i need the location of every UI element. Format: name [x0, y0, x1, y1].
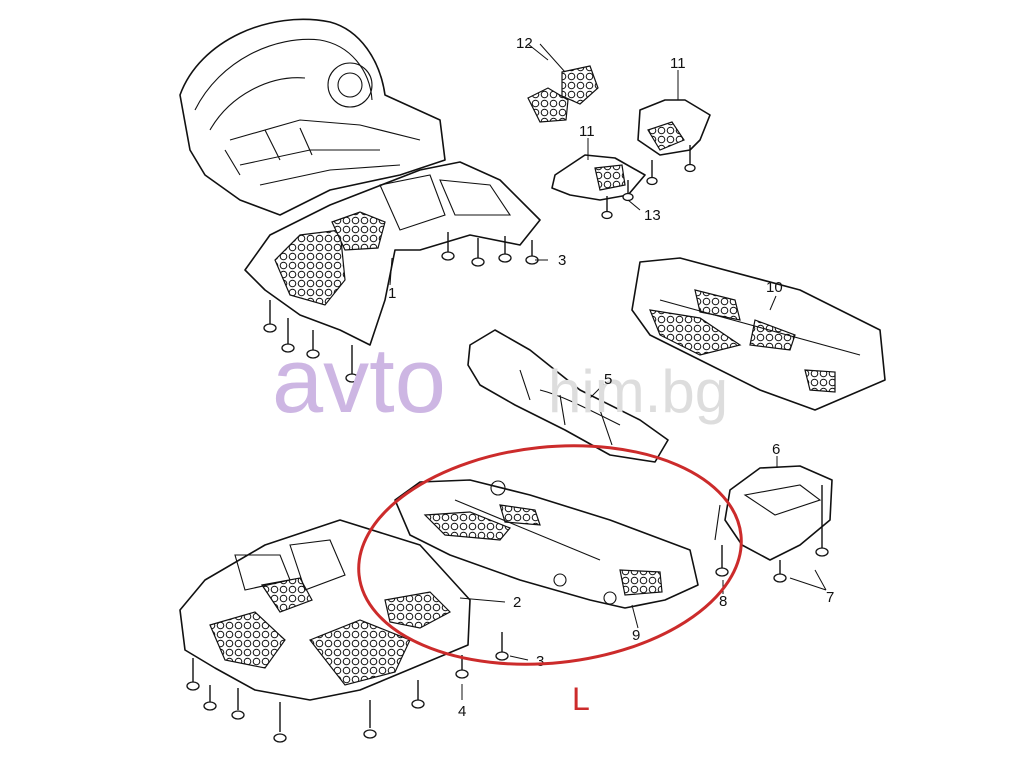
part-2-main-shield	[179, 519, 471, 701]
bolt	[363, 700, 377, 739]
callout-leaders	[389, 43, 827, 700]
bolt	[601, 196, 613, 220]
callout-12: 12	[516, 35, 533, 52]
bolt	[646, 160, 658, 186]
bolt	[231, 688, 245, 720]
callout-3-top: 3	[558, 252, 566, 269]
bolt	[281, 318, 295, 353]
bolt	[306, 330, 320, 359]
red-annotation: L	[357, 444, 743, 717]
callout-11-upper: 11	[670, 55, 686, 72]
part-1-front-shield	[244, 161, 541, 346]
part-11-bracket-lower	[551, 154, 646, 201]
highlight-ellipse	[357, 444, 743, 666]
bolt	[471, 238, 485, 267]
callout-13: 13	[644, 207, 661, 224]
bolt	[203, 685, 217, 711]
callout-11-lower: 11	[579, 123, 595, 140]
bolt	[441, 232, 455, 261]
part-9-middle-plate	[394, 479, 699, 609]
bolt	[345, 345, 359, 383]
callout-5: 5	[604, 371, 612, 388]
callout-numbers: 12 11 11 13 3 1 10 5 6 7 8 9 2 3 4	[388, 35, 834, 720]
bolt	[815, 485, 829, 557]
bolt	[495, 632, 509, 661]
callout-3-bottom: 3	[536, 653, 544, 670]
watermark-avto: avto	[272, 330, 446, 432]
callout-10: 10	[766, 279, 783, 296]
callout-2: 2	[513, 594, 521, 611]
watermark: avto him.bg	[272, 330, 728, 432]
part-6-bracket	[714, 465, 833, 561]
part-11-bracket-upper	[637, 99, 711, 156]
callout-4: 4	[458, 703, 466, 720]
front-body-outline	[179, 18, 446, 216]
callout-1: 1	[388, 285, 396, 302]
bolt	[525, 240, 539, 265]
callout-7: 7	[826, 589, 834, 606]
callout-9: 9	[632, 627, 640, 644]
bolt	[411, 680, 425, 709]
bolt	[773, 560, 787, 583]
callout-8: 8	[719, 593, 727, 610]
bolt	[273, 702, 287, 743]
part-10-shield	[631, 257, 886, 411]
bolt	[715, 545, 729, 577]
bolt	[684, 145, 696, 173]
watermark-domain: him.bg	[548, 358, 728, 425]
bolt	[186, 658, 200, 691]
bolt	[263, 300, 277, 333]
part-12-pads	[527, 65, 599, 123]
callout-6: 6	[772, 441, 780, 458]
bolt	[498, 236, 512, 263]
annotation-marker: L	[572, 681, 590, 717]
part-5-side-panel	[467, 329, 669, 463]
